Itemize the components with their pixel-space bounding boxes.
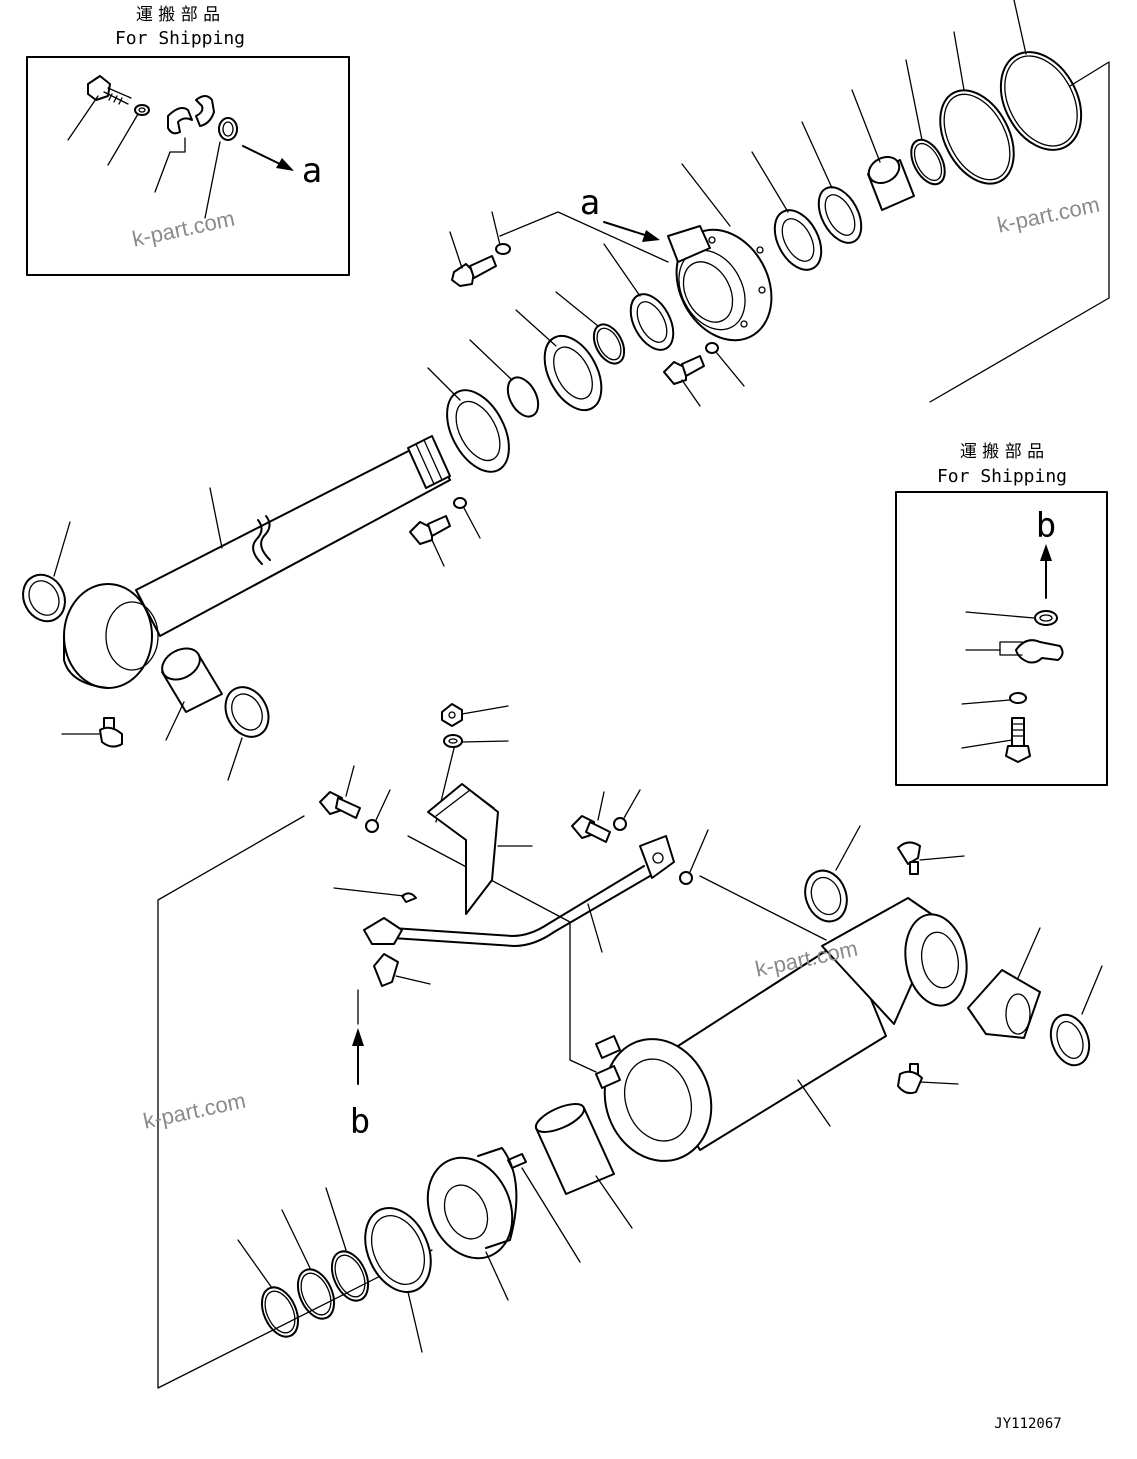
pipe-bracket bbox=[427, 783, 533, 915]
shipping-title-jp: 運 搬 部 品 bbox=[136, 5, 220, 25]
shipping-title-en: For Shipping bbox=[115, 28, 245, 49]
grease-fitting-top bbox=[897, 841, 965, 875]
washer-icon bbox=[613, 789, 641, 831]
backup-ring-large bbox=[939, 31, 1015, 185]
arrow-to-a: a bbox=[242, 145, 322, 191]
clamp-icon bbox=[965, 639, 1064, 664]
callout-a-arrow bbox=[603, 221, 649, 237]
dust-seal-left bbox=[22, 521, 71, 623]
bushing bbox=[851, 89, 915, 211]
shipping-box-frame bbox=[26, 56, 350, 276]
shipping-title-en-right: For Shipping bbox=[937, 466, 1067, 487]
cotter-pin bbox=[333, 887, 417, 903]
shipping-box-right: 運 搬 部 品 For Shipping b bbox=[895, 442, 1108, 786]
buffer-ring bbox=[603, 243, 675, 351]
rod-seal bbox=[801, 121, 863, 244]
washer-icon bbox=[705, 342, 745, 387]
clamp-icon bbox=[154, 95, 215, 193]
bolt-icon bbox=[409, 515, 451, 567]
callout-b: b bbox=[350, 1102, 370, 1142]
washer-icon bbox=[453, 497, 481, 539]
flange-ring bbox=[515, 309, 603, 412]
small-o-ring bbox=[679, 829, 709, 885]
watermark-4: k-part.com bbox=[141, 1088, 248, 1134]
washer-icon bbox=[965, 610, 1058, 626]
bolt-icon bbox=[571, 791, 611, 843]
washer-icon bbox=[443, 734, 509, 748]
retainer-plate bbox=[427, 367, 510, 473]
bolt-icon bbox=[67, 75, 132, 141]
wear-ring bbox=[534, 1103, 633, 1229]
arrow-up-icon bbox=[1040, 544, 1052, 561]
piston-rod bbox=[135, 435, 451, 637]
bushing-rod-eye bbox=[161, 647, 223, 741]
rod-eye bbox=[63, 583, 159, 689]
ring-icon bbox=[204, 117, 238, 219]
shipping-box-frame-right bbox=[895, 491, 1108, 786]
dust-seal-tube bbox=[804, 825, 861, 923]
snap-ring bbox=[469, 339, 540, 418]
hydraulic-pipe bbox=[363, 835, 675, 953]
drawing-code: JY112067 bbox=[994, 1416, 1061, 1432]
arrow-label-b-top: b bbox=[1036, 506, 1056, 546]
grease-fitting bbox=[61, 717, 123, 748]
guide-line-upper-right bbox=[929, 61, 1110, 403]
cylinder-tube bbox=[595, 897, 968, 1162]
o-ring-large bbox=[999, 0, 1083, 151]
arrow-icon bbox=[642, 230, 660, 242]
guide-line-bolt-a bbox=[499, 211, 669, 263]
callout-a: a bbox=[580, 183, 600, 223]
watermark-1: k-part.com bbox=[130, 206, 237, 252]
washer-icon-small bbox=[961, 692, 1027, 705]
guide-line-oring bbox=[699, 875, 827, 941]
grease-fitting-bottom bbox=[897, 1063, 959, 1095]
washer-icon bbox=[107, 104, 150, 166]
bolt-icon bbox=[663, 355, 705, 407]
bolt-icon bbox=[961, 717, 1031, 763]
washer-icon bbox=[491, 211, 511, 255]
o-ring bbox=[555, 291, 626, 365]
dust-seal-tube-end bbox=[1049, 965, 1103, 1067]
nut-icon bbox=[441, 703, 509, 727]
bolt-icon bbox=[449, 231, 497, 287]
shipping-box-top-left: 運 搬 部 品 For Shipping bbox=[26, 5, 350, 276]
snap-ring bbox=[905, 59, 946, 186]
arrow-from-b: b bbox=[350, 1028, 370, 1142]
bushing-tube bbox=[967, 927, 1041, 1039]
washer-icon bbox=[365, 789, 391, 833]
guide-line-flange bbox=[407, 835, 597, 1073]
shipping-title-jp-right: 運 搬 部 品 bbox=[960, 442, 1044, 462]
bolt-icon bbox=[319, 765, 361, 819]
piston-seal bbox=[364, 1206, 432, 1353]
arrow-label-a: a bbox=[302, 151, 322, 191]
backup-ring bbox=[325, 1187, 370, 1302]
piston bbox=[426, 1147, 518, 1301]
wiper-ring bbox=[751, 151, 823, 271]
watermark-2: k-part.com bbox=[995, 192, 1102, 238]
pipe-clamp bbox=[373, 953, 431, 987]
o-ring-piston bbox=[281, 1209, 336, 1320]
backup-ring-piston bbox=[237, 1239, 300, 1338]
dust-seal-rod-eye bbox=[224, 686, 270, 781]
cylinder-head bbox=[667, 163, 773, 342]
